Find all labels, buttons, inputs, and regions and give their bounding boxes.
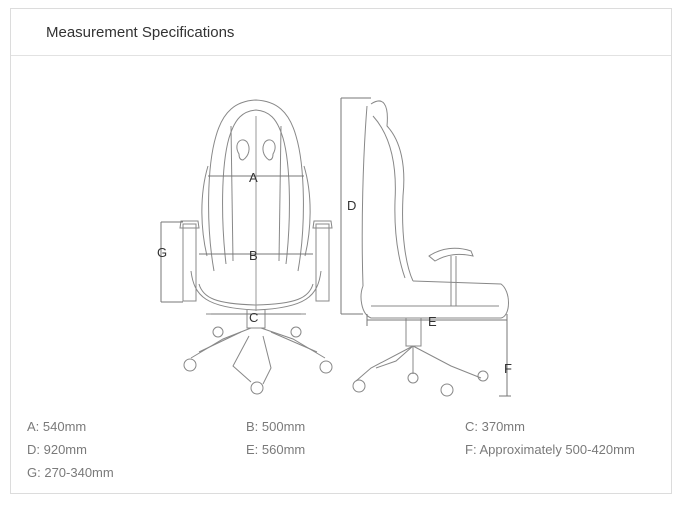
- spec-f: F: Approximately 500-420mm: [465, 442, 635, 457]
- dim-label-e: E: [428, 314, 437, 329]
- spec-g: G: 270-340mm: [27, 465, 114, 480]
- dim-label-f: F: [504, 361, 512, 376]
- spec-panel: Measurement Specifications: [10, 8, 672, 494]
- dim-label-d: D: [347, 198, 356, 213]
- spec-a: A: 540mm: [27, 419, 87, 434]
- panel-title: Measurement Specifications: [46, 23, 235, 41]
- dim-label-b: B: [249, 248, 258, 263]
- panel-header: Measurement Specifications: [11, 9, 671, 56]
- side-view-chair: [340, 97, 511, 397]
- spec-e: E: 560mm: [246, 442, 306, 457]
- spec-c: C: 370mm: [465, 419, 525, 434]
- dim-label-c: C: [249, 310, 258, 325]
- spec-b: B: 500mm: [246, 419, 306, 434]
- front-view-chair: [160, 99, 333, 395]
- dim-label-a: A: [249, 170, 258, 185]
- spec-list: A: 540mm B: 500mm C: 370mm D: 920mm E: 5…: [27, 419, 667, 491]
- chair-diagram-svg: A B C D E F G: [157, 97, 512, 397]
- spec-d: D: 920mm: [27, 442, 87, 457]
- dim-label-g: G: [157, 245, 167, 260]
- chair-dimension-diagram: A B C D E F G: [11, 56, 671, 416]
